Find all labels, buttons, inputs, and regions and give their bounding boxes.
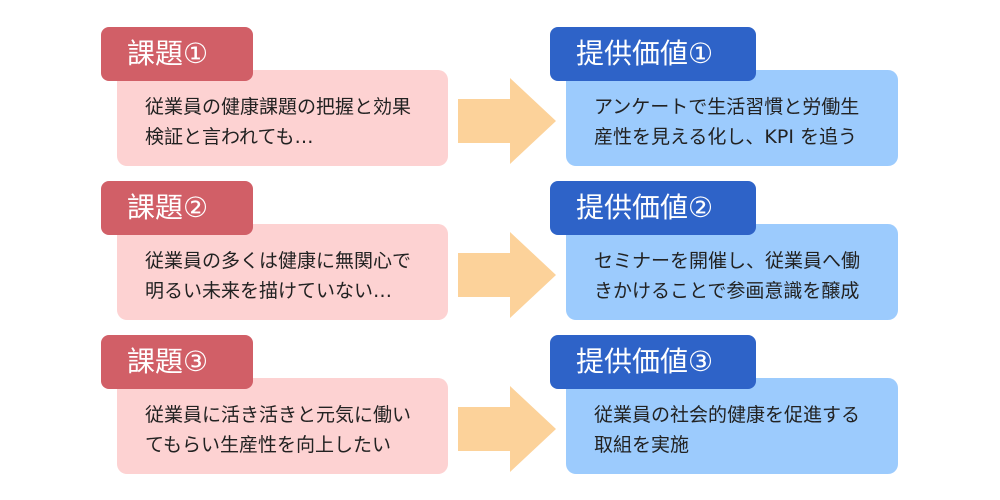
arrow-right-icon [458, 78, 556, 164]
value-3-label: 提供価値③ [550, 335, 756, 389]
issue-3-body: 従業員に活き活きと元気に働い てもらい生産性を向上したい [117, 378, 448, 474]
value-2-body: セミナーを開催し、従業員へ働 きかけることで参画意識を醸成 [566, 224, 898, 320]
arrow-right-icon [458, 386, 556, 472]
row-2: 従業員の多くは健康に無関心で 明るい未来を描けていない… 課題② セミナーを開催… [0, 154, 1000, 320]
row-3: 従業員に活き活きと元気に働い てもらい生産性を向上したい 課題③ 従業員の社会的… [0, 308, 1000, 474]
issue-3-label: 課題③ [101, 335, 253, 389]
issue-1-label: 課題① [101, 27, 253, 81]
issue-2-body: 従業員の多くは健康に無関心で 明るい未来を描けていない… [117, 224, 448, 320]
value-2-label: 提供価値② [550, 181, 756, 235]
issue-1-body: 従業員の健康課題の把握と効果 検証と言われても… [117, 70, 448, 166]
issue-2-label: 課題② [101, 181, 253, 235]
value-1-body: アンケートで生活習慣と労働生 産性を見える化し、KPI を追う [566, 70, 898, 166]
row-1: 従業員の健康課題の把握と効果 検証と言われても… 課題① アンケートで生活習慣と… [0, 0, 1000, 166]
value-3-body: 従業員の社会的健康を促進する 取組を実施 [566, 378, 898, 474]
value-1-label: 提供価値① [550, 27, 756, 81]
arrow-right-icon [458, 232, 556, 318]
